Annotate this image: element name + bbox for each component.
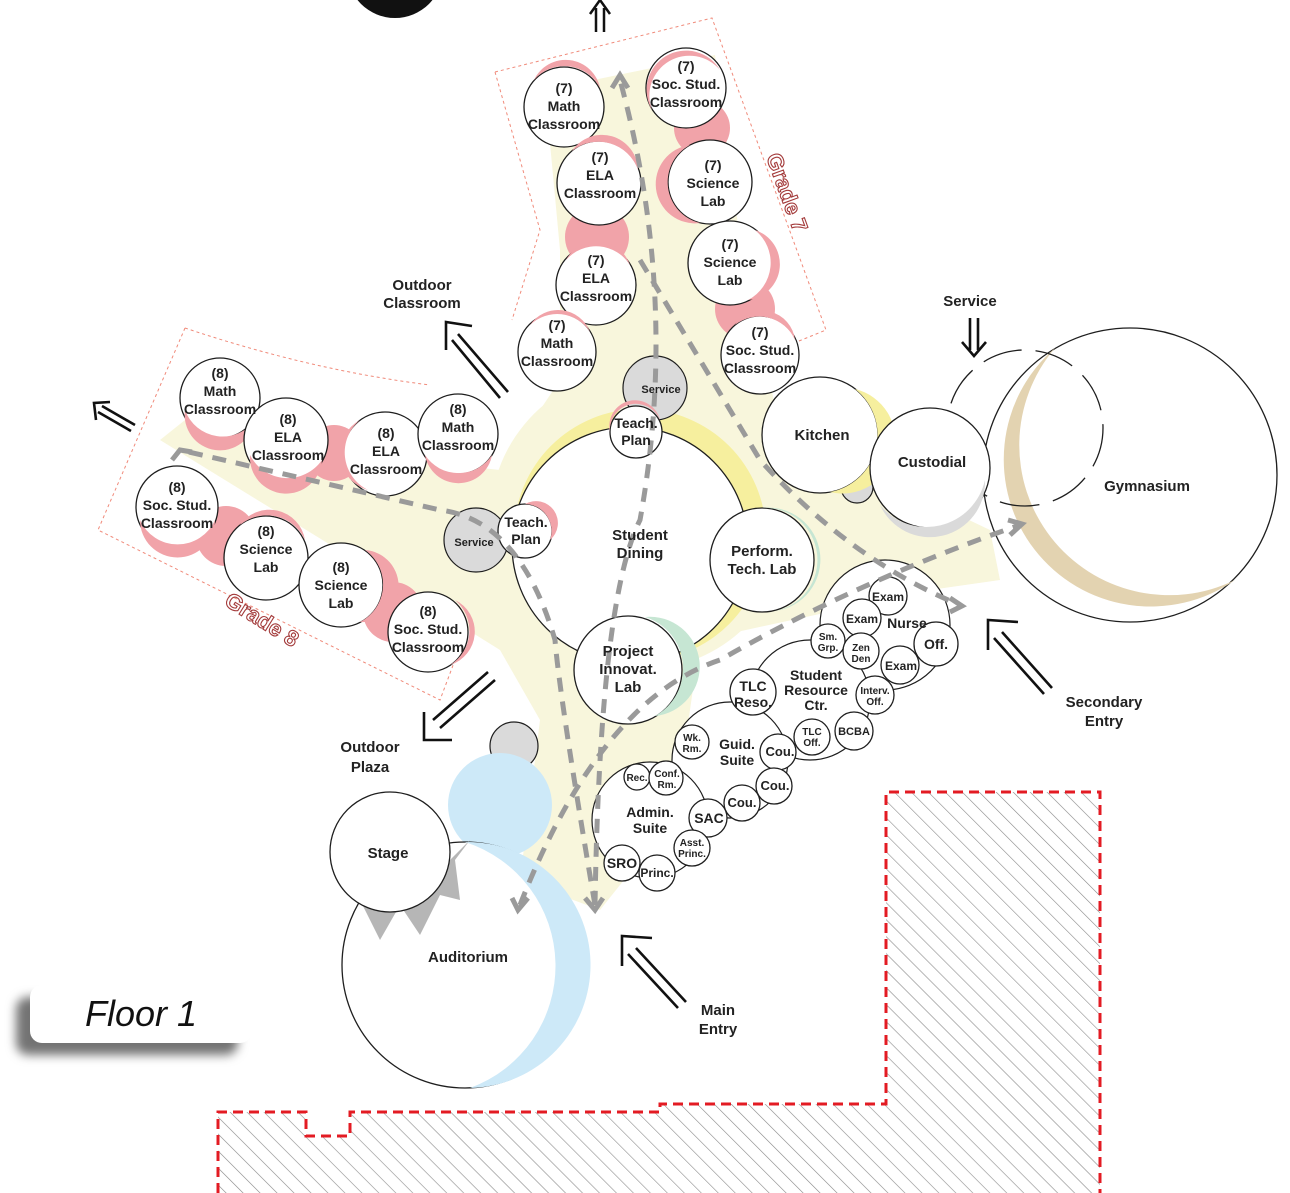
service-left-label: Service: [454, 537, 493, 549]
arrow-outdoor-classroom-icon: [444, 320, 509, 399]
princ-label: Princ.: [640, 866, 673, 880]
nurse-label: Nurse: [887, 615, 927, 631]
floor-label: Floor 1: [30, 985, 252, 1043]
grade7-label: Grade 7: [761, 150, 813, 236]
grade8-wing-outline: [97, 327, 456, 701]
g7-socstud-top-label: (7)Soc. Stud.Classroom: [650, 58, 722, 110]
gymnasium-label: Gymnasium: [1104, 478, 1190, 495]
circulation-paths: [179, 79, 1021, 906]
cou-3-label: Cou.: [728, 795, 757, 810]
exam-1-label: Exam: [872, 590, 904, 604]
arrow-service-icon: [961, 318, 987, 358]
sro-label: SRO: [607, 855, 637, 871]
grade7-rooms: [517, 47, 800, 395]
floor-label-text: Floor 1: [84, 993, 198, 1034]
conf-rm-label: Conf.Rm.: [654, 769, 680, 791]
teach-plan-top-label: Teach.Plan: [614, 415, 657, 448]
kitchen-label: Kitchen: [794, 427, 849, 444]
asst-princ-label: Asst.Princ.: [678, 838, 706, 860]
north-marker-circle: [357, 0, 433, 18]
custodial-label: Custodial: [898, 454, 966, 471]
off-label: Off.: [924, 636, 948, 652]
wk-rm-label: Wk.Rm.: [683, 733, 702, 755]
site-boundary: [216, 790, 1102, 1193]
interv-off-label: Interv.Off.: [860, 686, 889, 708]
teach-plan-left-label: Teach.Plan: [504, 514, 547, 547]
rec-label: Rec.: [626, 773, 647, 784]
arrow-main-entry-icon: [620, 934, 687, 1009]
service-label: Service: [943, 293, 996, 310]
perform-tech-lab-label: Perform.Tech. Lab: [728, 543, 797, 578]
support-cluster: [591, 559, 959, 892]
sm-grp-label: Sm.Grp.: [818, 632, 839, 654]
arrow-west-icon: [92, 400, 136, 433]
grade7-wing-outline: [494, 17, 827, 353]
service-top-label: Service: [641, 384, 680, 396]
guid-suite-label: Guid.Suite: [719, 736, 755, 768]
kitchen-group: [761, 376, 991, 538]
exam-2-label: Exam: [846, 612, 878, 626]
g7-socstud-bottom-label: (7)Soc. Stud.Classroom: [724, 324, 796, 376]
exam-3-label: Exam: [885, 659, 917, 673]
bcba-label: BCBA: [838, 726, 870, 738]
arrow-outdoor-plaza-icon: [422, 671, 496, 742]
sac-label: SAC: [694, 810, 724, 826]
grade8-rooms: [135, 357, 499, 673]
cou-1-label: Cou.: [766, 744, 795, 759]
circulation-arrowheads: [170, 70, 1027, 915]
arrow-north-icon: [588, 0, 612, 32]
admin-suite-label: Admin.Suite: [626, 804, 673, 836]
g8-socstud-right-label: (8)Soc. Stud.Classroom: [392, 603, 464, 655]
arrow-secondary-entry-icon: [986, 618, 1053, 695]
cou-2-label: Cou.: [761, 778, 790, 793]
stage-label: Stage: [368, 845, 409, 862]
g8-socstud-left-label: (8)Soc. Stud.Classroom: [141, 479, 213, 531]
auditorium-label: Auditorium: [428, 949, 508, 966]
auditorium-group: [329, 721, 591, 1089]
